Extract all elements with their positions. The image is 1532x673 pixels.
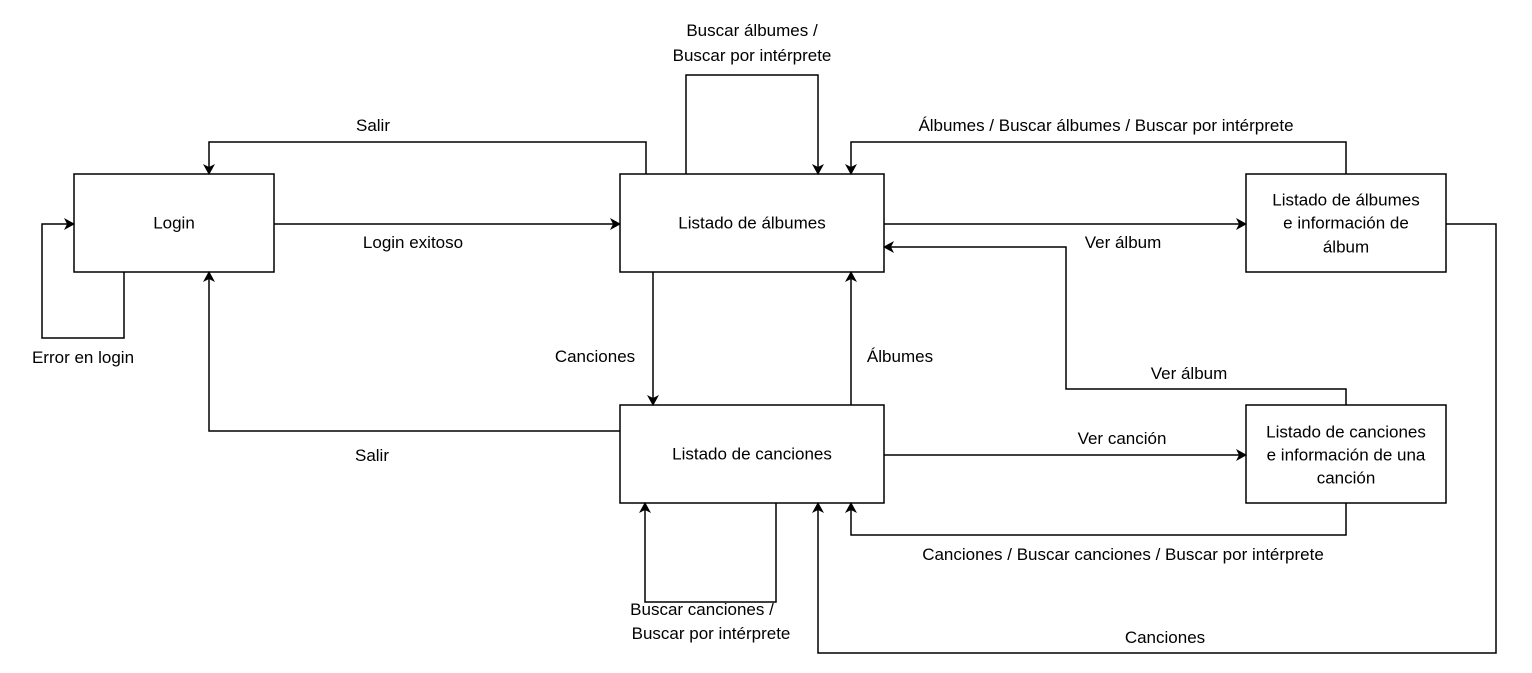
node-song-info-line-1: Listado de canciones — [1266, 422, 1426, 441]
edge-songs-self — [639, 502, 777, 603]
edge-songs-self-label-2: Buscar por intérprete — [632, 624, 791, 643]
edge-login-success-label: Login exitoso — [363, 233, 463, 252]
edge-songs-to-song-info-label: Ver canción — [1078, 429, 1167, 448]
edge-albums-self — [685, 74, 824, 175]
edge-song-info-to-album — [883, 241, 1347, 405]
edge-album-info-to-songs-label: Canciones — [1125, 628, 1205, 647]
node-login: Login — [73, 173, 275, 273]
node-album-info-line-1: Listado de álbumes — [1272, 190, 1419, 209]
node-albums-label: Listado de álbumes — [678, 213, 825, 232]
node-album-info-line-2: e información de — [1283, 213, 1409, 232]
node-albums: Listado de álbumes — [619, 173, 885, 273]
edge-song-info-back — [845, 502, 1347, 536]
edge-login-error — [41, 218, 125, 339]
node-album-info: Listado de álbumes e información de álbu… — [1245, 173, 1447, 273]
edge-albums-to-songs-label: Canciones — [555, 347, 635, 366]
edge-songs-exit-label: Salir — [355, 446, 389, 465]
edge-albums-exit — [203, 141, 647, 175]
node-album-info-line-3: álbum — [1323, 237, 1369, 256]
edge-songs-self-label-1: Buscar canciones / — [630, 600, 774, 619]
edge-songs-exit — [203, 271, 620, 432]
edge-song-info-to-album-label: Ver álbum — [1151, 364, 1228, 383]
node-login-label: Login — [153, 213, 195, 232]
edge-albums-to-album-info-label: Ver álbum — [1085, 233, 1162, 252]
edge-login-error-label: Error en login — [32, 348, 134, 367]
node-songs: Listado de canciones — [619, 404, 885, 504]
edge-albums-self-label-2: Buscar por intérprete — [673, 46, 832, 65]
node-song-info-line-3: canción — [1317, 468, 1376, 487]
edge-song-info-back-label: Canciones / Buscar canciones / Buscar po… — [922, 545, 1324, 564]
edge-songs-to-albums-label: Álbumes — [867, 347, 933, 366]
node-song-info-line-2: e información de una — [1267, 445, 1426, 464]
node-song-info: Listado de canciones e información de un… — [1245, 404, 1447, 504]
edge-album-info-to-songs — [812, 223, 1497, 654]
edge-album-info-back — [845, 141, 1347, 175]
node-songs-label: Listado de canciones — [672, 444, 832, 463]
edge-albums-self-label-1: Buscar álbumes / — [686, 21, 818, 40]
edge-album-info-back-label: Álbumes / Buscar álbumes / Buscar por in… — [918, 116, 1293, 135]
edge-albums-exit-label: Salir — [356, 116, 390, 135]
